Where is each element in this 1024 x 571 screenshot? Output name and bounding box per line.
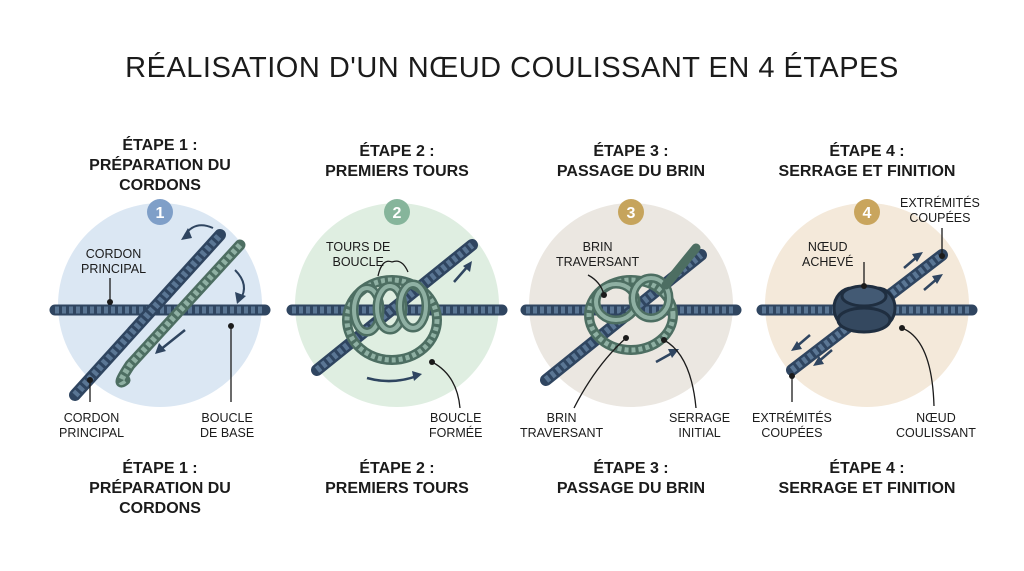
step-3-label-initial-tightening: SERRAGE INITIAL xyxy=(669,411,731,440)
step-1-label-base-loop: BOUCLE DE BASE xyxy=(200,411,255,440)
step-2-arrow-up xyxy=(453,265,469,283)
step-2-heading: ÉTAPE 2 : PREMIERS TOURS xyxy=(325,143,469,180)
step-3-footer: ÉTAPE 3 : PASSAGE DU BRIN xyxy=(556,460,706,497)
step-3-panel: ÉTAPE 3 : PASSAGE DU BRIN 3 BRIN TRAVERS… xyxy=(516,0,746,571)
step-2-arrow-bottom xyxy=(366,374,418,383)
step-4-footer: ÉTAPE 4 : SERRAGE ET FINITION xyxy=(778,460,956,497)
step-1-heading-line-2: PRÉPARATION DU xyxy=(89,157,231,174)
step-4-badge xyxy=(854,199,880,225)
step-2-label-loop-turns: TOURS DE BOUCLE xyxy=(326,240,391,269)
step-2-label-formed-loop: BOUCLE FORMÉE xyxy=(429,411,483,440)
step-4-panel: ÉTAPE 4 : SERRAGE ET FINITION 4 xyxy=(752,0,982,571)
step-2-badge xyxy=(384,199,410,225)
step-1-panel: ÉTAPE 1 : PRÉPARATION DU CORDONS 1 CORDO… xyxy=(45,0,275,571)
step-1-footer: ÉTAPE 1 : PRÉPARATION DU CORDONS xyxy=(89,460,231,517)
step-3-illustration: 3 xyxy=(520,199,742,409)
step-4-illustration: 4 xyxy=(756,199,978,407)
step-4-label-cut-ends-bottom: EXTRÉMITÉS COUPÉES xyxy=(752,411,832,440)
step-4-label-cut-ends-top: EXTRÉMITÉS COUPÉES xyxy=(900,196,980,225)
step-4-label-slip-knot: NŒUD COULISSANT xyxy=(896,411,976,440)
step-2-illustration: 2 xyxy=(286,199,508,409)
step-4-label-knot-done: NŒUD ACHEVÉ xyxy=(802,240,854,269)
step-3-heading: ÉTAPE 3 : PASSAGE DU BRIN xyxy=(556,143,706,180)
step-2-panel: ÉTAPE 2 : PREMIERS TOURS 2 TOURS DE B xyxy=(282,0,512,571)
page-title: RÉALISATION D'UN NŒUD COULISSANT EN 4 ÉT… xyxy=(125,52,899,84)
step-2-badge-number: 2 xyxy=(393,205,402,222)
step-4-finished-knot xyxy=(832,284,897,334)
step-1-label-main-cord-bottom: CORDON PRINCIPAL xyxy=(59,411,125,440)
step-4-badge-number: 4 xyxy=(863,205,872,222)
step-4-heading: ÉTAPE 4 : SERRAGE ET FINITION xyxy=(778,143,956,180)
step-3-label-strand-bottom: BRIN TRAVERSANT xyxy=(520,411,604,440)
step-3-badge xyxy=(618,199,644,225)
step-1-badge xyxy=(147,199,173,225)
step-1-illustration: 1 xyxy=(49,199,271,407)
step-1-heading-line-3: CORDONS xyxy=(119,177,201,194)
step-3-label-strand-top: BRIN TRAVERSANT xyxy=(556,240,640,269)
step-1-heading-line-1: ÉTAPE 1 : xyxy=(122,137,198,154)
step-1-heading: ÉTAPE 1 : PRÉPARATION DU CORDONS xyxy=(45,136,275,196)
step-2-footer: ÉTAPE 2 : PREMIERS TOURS xyxy=(325,460,469,497)
step-3-traversing-strand xyxy=(661,243,701,290)
step-3-badge-number: 3 xyxy=(627,205,636,222)
step-1-arrow-bottom xyxy=(159,329,186,351)
step-1-badge-number: 1 xyxy=(156,205,165,222)
step-1-label-main-cord-top: CORDON PRINCIPAL xyxy=(81,247,147,276)
